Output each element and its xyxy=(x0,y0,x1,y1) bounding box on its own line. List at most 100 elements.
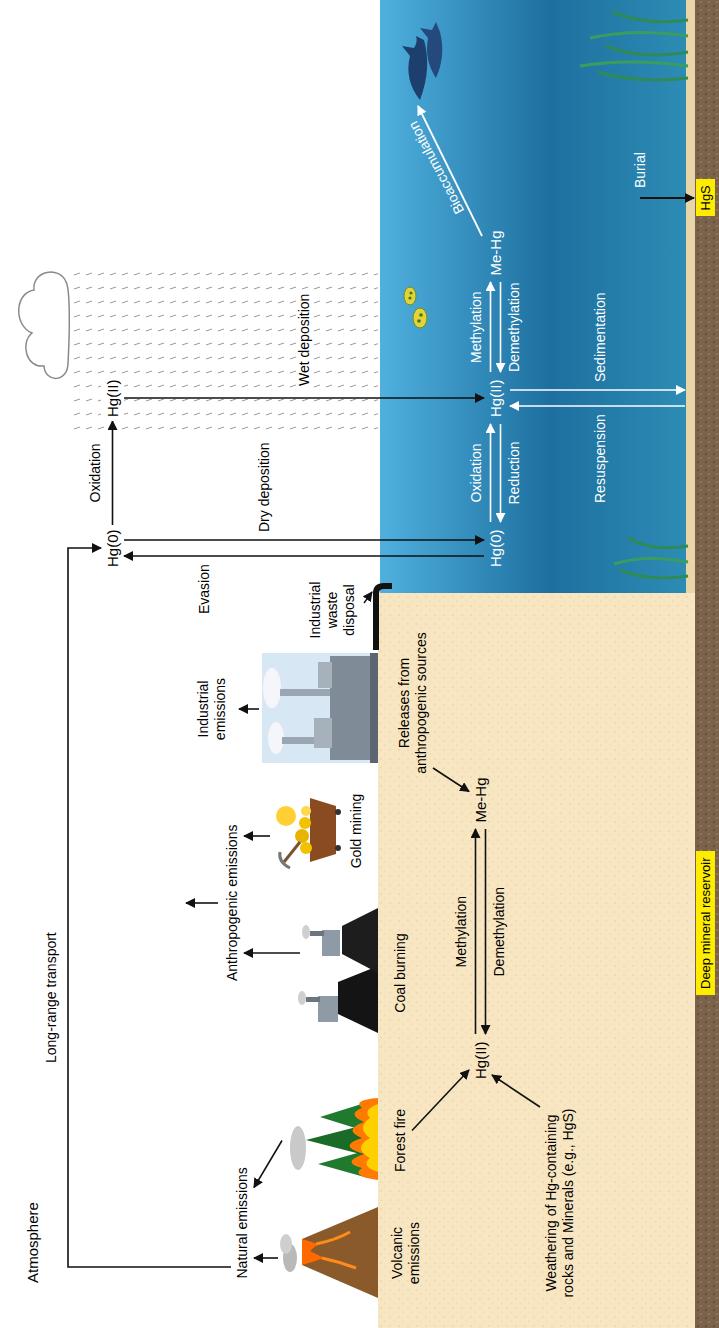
waste-pipe xyxy=(376,586,392,650)
node-text: Hg(0) xyxy=(487,529,504,567)
source-label: Weathering of Hg-containing rocks and Mi… xyxy=(540,1097,580,1309)
seagrass xyxy=(628,538,688,548)
connector-arrow xyxy=(68,548,231,1267)
emission-arrow xyxy=(186,902,218,904)
sediment-arrows xyxy=(418,106,694,406)
node-text: Hg(II) xyxy=(472,1042,489,1080)
edge-label: Methylation xyxy=(468,291,485,363)
gold-mining-picture xyxy=(335,845,341,851)
node-text: Hg(II) xyxy=(487,380,504,418)
edge-label: Demethylation xyxy=(491,887,508,977)
gold-mining-picture xyxy=(276,806,296,826)
seagrass xyxy=(580,62,688,66)
industrial-photo xyxy=(314,718,332,748)
seagrass xyxy=(590,32,688,38)
volcano-picture xyxy=(302,1207,378,1298)
coal-burning-picture xyxy=(318,996,338,1022)
edge-label: Oxidation xyxy=(468,443,485,502)
industrial-photo xyxy=(262,653,378,763)
connector-arrow xyxy=(112,421,114,525)
node-text: Hg(II) xyxy=(104,380,121,418)
source-picture-box: Industrial emissions xyxy=(192,650,380,768)
microbe-icon xyxy=(417,319,421,323)
industrial-photo xyxy=(330,656,370,760)
species-label: Me-Hg xyxy=(484,226,507,279)
sediment-arrows xyxy=(510,405,685,407)
seagrass xyxy=(620,570,688,578)
ground xyxy=(380,0,690,593)
coal-burning-picture xyxy=(302,925,310,939)
source-label: Releases from anthropogenic sources xyxy=(393,618,433,788)
node-text: Me-Hg xyxy=(487,230,504,275)
emission-arrow xyxy=(239,708,259,710)
connector-arrow xyxy=(254,1257,278,1259)
fish-icon xyxy=(420,22,442,78)
reservoir-tag: HgS xyxy=(696,179,715,216)
node-text: Natural emissions xyxy=(234,1167,251,1278)
coal-burning-picture xyxy=(298,908,378,1033)
microbe-icon xyxy=(404,287,416,305)
process-label: Burial xyxy=(632,152,649,188)
node-text: Weathering of Hg-containing rocks and Mi… xyxy=(543,1101,577,1305)
node-text: Releases from anthropogenic sources xyxy=(396,622,430,784)
seagrass xyxy=(612,12,688,22)
connector-arrow xyxy=(124,555,484,557)
edge-label: Long-range transport xyxy=(43,932,60,1063)
edge-label: Reduction xyxy=(506,441,523,504)
forest-fire-picture xyxy=(361,1104,378,1172)
gold-mining-picture xyxy=(295,829,309,843)
volcano-picture xyxy=(280,1234,292,1254)
node-text: Forest fire xyxy=(392,1109,409,1172)
source-picture-box: Coal burning xyxy=(300,908,412,1038)
fish-icon xyxy=(402,36,427,100)
gold-mining-picture xyxy=(299,817,311,829)
node-text: Anthropogenic emissions xyxy=(224,825,241,981)
process-label: Resuspension xyxy=(592,414,609,503)
species-label: Hg(II) xyxy=(469,1038,492,1084)
edge-label: Evasion xyxy=(196,564,213,614)
industrial-photo xyxy=(262,653,378,763)
seagrass xyxy=(598,72,688,80)
forest-fire-picture xyxy=(290,1126,306,1170)
connector-arrow xyxy=(244,835,270,837)
edge-label: Wet deposition xyxy=(296,292,313,388)
gold-mining-picture xyxy=(301,806,311,816)
node-text: Me-Hg xyxy=(472,777,489,822)
gold-mining-picture xyxy=(284,842,300,862)
region-label: Atmosphere xyxy=(24,1202,41,1283)
source-label: Anthropogenic emissions xyxy=(221,821,244,985)
sediment-arrows xyxy=(510,389,685,391)
rain-field xyxy=(74,263,378,433)
edge-label: Dry deposition xyxy=(256,443,273,533)
coal-burning-picture xyxy=(342,908,378,973)
sediment-arrows xyxy=(640,197,694,199)
process-label: Sedimentation xyxy=(592,292,609,382)
source-label: Natural emissions xyxy=(231,1163,254,1282)
species-label: Hg(II) xyxy=(484,376,507,422)
coal-burning-picture xyxy=(322,930,340,956)
industrial-photo xyxy=(318,662,332,688)
edge-label: Oxidation xyxy=(87,443,104,502)
coal-burning-picture xyxy=(306,997,320,1002)
ground xyxy=(686,0,696,593)
microbe-icon xyxy=(413,308,427,328)
node-text: Hg(0) xyxy=(104,529,121,567)
forest-fire-picture xyxy=(349,1098,378,1180)
microbe-icon xyxy=(404,287,427,328)
connector-arrow xyxy=(254,1141,282,1188)
sediment-arrows xyxy=(418,106,482,236)
waste-pipe xyxy=(376,586,392,650)
seagrass xyxy=(614,558,688,564)
volcano-picture xyxy=(316,1232,350,1244)
source-picture-box: Forest fire xyxy=(282,1093,412,1188)
callout-label: Industrial waste disposal xyxy=(307,574,358,646)
seagrass xyxy=(580,12,688,578)
seagrass xyxy=(606,46,688,55)
coal-burning-picture xyxy=(298,991,306,1005)
industrial-photo xyxy=(268,722,284,754)
cloud-icon xyxy=(19,272,70,378)
ground xyxy=(695,0,719,1328)
source-picture-box: Volcanic emissions xyxy=(278,1203,426,1303)
node-text: Industrial emissions xyxy=(195,654,229,764)
connector-arrow xyxy=(412,1070,469,1131)
